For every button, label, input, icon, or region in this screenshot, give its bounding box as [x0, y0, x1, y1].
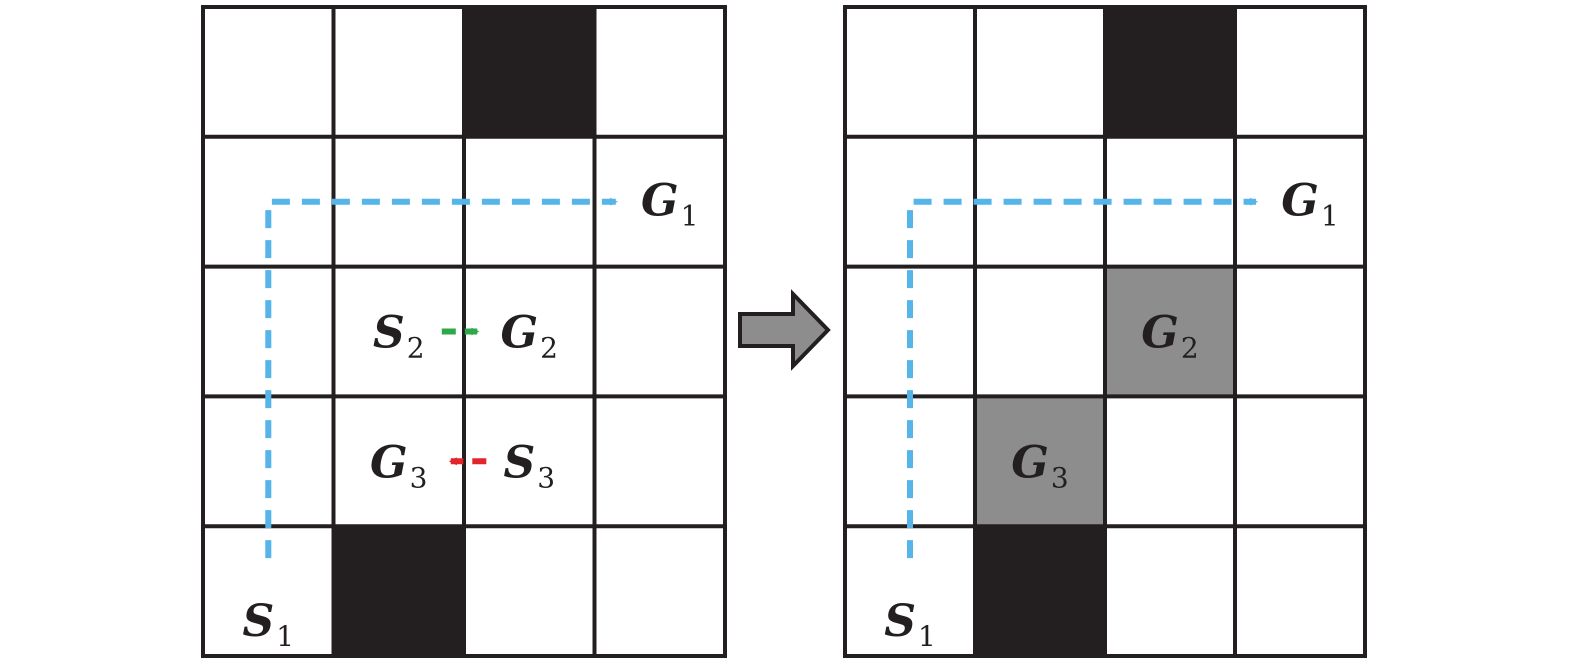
label-subscript: 1	[918, 620, 936, 653]
label-subscript: 2	[1181, 332, 1199, 365]
wall-cell	[1105, 7, 1235, 137]
label-letter: S	[884, 596, 916, 647]
label-s2: S2	[373, 308, 425, 365]
wall-cell	[333, 526, 464, 656]
label-letter: S	[373, 308, 405, 359]
label-letter: G	[1281, 176, 1319, 227]
label-letter: G	[1141, 308, 1179, 359]
wall-cell	[464, 7, 595, 137]
label-g2: G2	[1141, 308, 1198, 365]
label-letter: S	[503, 437, 535, 488]
label-letter: G	[1011, 437, 1049, 488]
label-g2: G2	[501, 308, 558, 365]
occupied-goal-cell	[975, 396, 1105, 527]
label-subscript: 2	[407, 332, 425, 365]
occupied-goal-cell	[1105, 266, 1235, 397]
label-subscript: 3	[1051, 461, 1069, 494]
label-g1: G1	[1281, 176, 1338, 233]
label-letter: G	[641, 176, 679, 227]
transition-arrow-shape	[738, 289, 831, 371]
label-g1: G1	[641, 176, 698, 233]
label-subscript: 1	[276, 620, 294, 653]
wall-cell	[975, 526, 1105, 656]
label-letter: G	[370, 437, 408, 488]
label-s3: S3	[503, 437, 555, 494]
label-letter: G	[501, 308, 539, 359]
label-subscript: 1	[681, 200, 699, 233]
label-subscript: 1	[1321, 200, 1339, 233]
transition-arrow-icon	[738, 289, 831, 371]
label-letter: S	[242, 596, 274, 647]
path-arrow-agent-1	[907, 197, 1258, 559]
label-s1: S1	[242, 596, 294, 653]
label-subscript: 3	[537, 461, 555, 494]
label-s1: S1	[884, 596, 936, 653]
label-g3: G3	[1011, 437, 1068, 494]
label-subscript: 3	[410, 461, 428, 494]
label-g3: G3	[370, 437, 427, 494]
label-subscript: 2	[540, 332, 558, 365]
